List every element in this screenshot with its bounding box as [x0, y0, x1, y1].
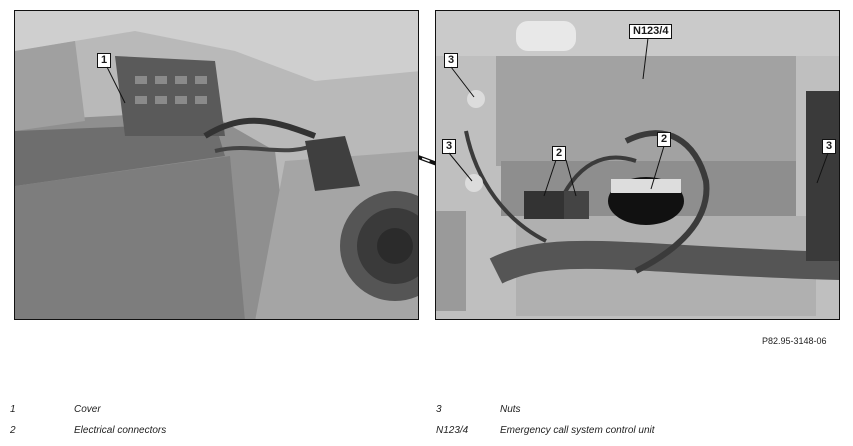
legend-text-emergency-call-unit: Emergency call system control unit [500, 425, 655, 436]
callout-2-unit: 2 [657, 132, 672, 147]
legend-key-1: 1 [10, 404, 16, 415]
callout-1: 1 [97, 53, 112, 68]
legend-key-3: 3 [436, 404, 442, 415]
legend-key-2: 2 [10, 425, 16, 436]
callout-n123-4: N123/4 [629, 24, 673, 39]
legend-text-nuts: Nuts [500, 404, 521, 415]
callout-3-right: 3 [822, 139, 837, 154]
figure-reference: P82.95-3148-06 [762, 336, 827, 346]
left-photo-illustration [15, 11, 418, 319]
callout-3-top-left: 3 [444, 53, 459, 68]
callout-2-connectors: 2 [552, 146, 567, 161]
right-photo-panel: N123/4 2 2 3 3 3 [435, 10, 840, 320]
legend-text-cover: Cover [74, 404, 101, 415]
left-photo-panel: 1 [14, 10, 419, 320]
legend-key-n123-4: N123/4 [436, 425, 469, 436]
legend-text-electrical-connectors: Electrical connectors [74, 425, 167, 436]
callout-3-mid-left: 3 [442, 139, 457, 154]
right-photo-illustration [436, 11, 839, 319]
